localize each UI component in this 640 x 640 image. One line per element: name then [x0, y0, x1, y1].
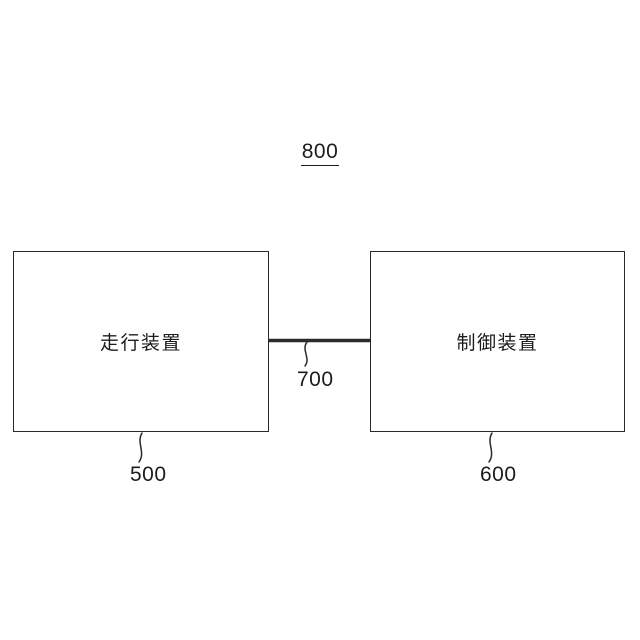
leader-line-500	[138, 432, 143, 463]
block-control-device-label: 制御装置	[456, 333, 539, 354]
figure-number-text: 800	[300, 140, 340, 166]
block-travel-device-label: 走行装置	[99, 333, 182, 354]
block-travel-device: 走行装置	[13, 251, 269, 432]
block-control-device: 制御装置	[370, 251, 625, 432]
reference-numeral-600: 600	[480, 463, 517, 486]
figure-number: 800	[0, 140, 640, 166]
reference-numeral-500: 500	[130, 463, 167, 486]
leader-line-700	[304, 341, 308, 367]
leader-line-600	[488, 432, 493, 463]
reference-numeral-700: 700	[297, 368, 334, 391]
